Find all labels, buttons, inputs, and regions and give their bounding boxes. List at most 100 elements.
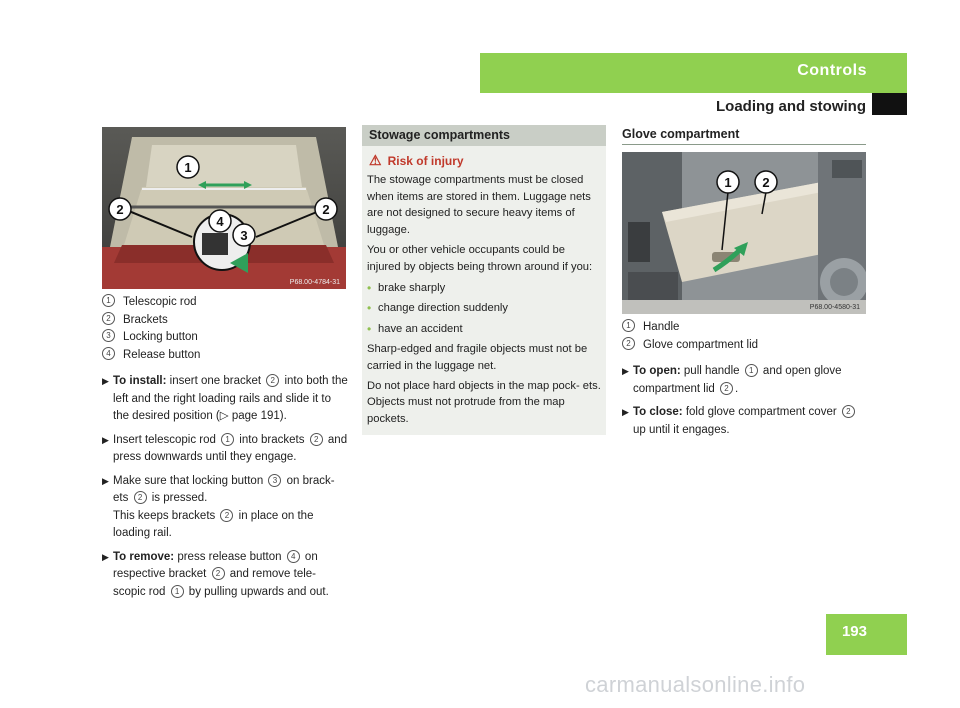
stowage-paragraph: The stowage compartments must be closed … — [367, 173, 591, 237]
page-number-tab: 193 — [826, 614, 907, 655]
legend-item: 4 Release button — [102, 346, 350, 365]
stowage-panel: Stowage compartments ⚠Risk of injury The… — [362, 125, 606, 435]
inline-number: 2 — [266, 374, 280, 387]
inline-number: 2 — [841, 405, 855, 418]
step-text: Insert telescopic rod — [113, 433, 220, 446]
callout-1: 1 — [176, 155, 200, 179]
step-arrow-icon: ▶ — [622, 407, 629, 417]
stowage-paragraph: You or other vehicle occupants could be … — [367, 243, 593, 273]
bullet-icon: • — [367, 280, 372, 295]
image-part-number: P68.00-4580-31 — [809, 304, 860, 311]
step-text: page 191). — [228, 410, 287, 422]
step-text: is pressed. — [148, 492, 208, 504]
step-text: into brackets — [236, 433, 308, 446]
glove-heading: Glove compartment — [622, 127, 740, 141]
legend-number: 3 — [102, 329, 115, 342]
warning-header: ⚠Risk of injury — [367, 152, 601, 170]
inline-number: 1 — [744, 364, 758, 377]
stowage-paragraph: Do not place hard objects in the map poc… — [367, 379, 601, 426]
inline-number: 3 — [268, 473, 282, 487]
dashboard-illustration: 1 2 — [622, 152, 866, 314]
step-text: pull handle — [680, 365, 743, 377]
step-arrow-icon: ▶ — [622, 366, 629, 376]
step-label: To open: — [633, 365, 681, 377]
bullet-text: brake sharply — [378, 281, 446, 294]
legend-number: 1 — [102, 294, 115, 307]
legend-item: 2 Brackets — [102, 311, 350, 330]
step-text: up until it engages. — [633, 423, 730, 436]
callout-3: 3 — [232, 223, 256, 247]
legend-number: 4 — [102, 346, 115, 360]
glove-column: 1 Handle 2 Glove compartment lid ▶ To op… — [622, 319, 870, 439]
step-text: Make sure that locking button — [113, 474, 267, 487]
svg-text:1: 1 — [184, 160, 191, 175]
step-arrow-icon: ▶ — [102, 434, 109, 445]
callout-2-left: 2 — [108, 197, 132, 221]
callout-2: 2 — [754, 170, 778, 194]
bullet-text: change direction suddenly — [378, 302, 508, 315]
bullet-text: have an accident — [378, 323, 463, 336]
inline-number: 1 — [170, 584, 184, 598]
page-title: Loading and stowing — [716, 98, 866, 115]
step-text: and remove tele- scopic rod — [113, 568, 317, 598]
stowage-heading: Stowage compartments — [362, 125, 606, 146]
step-text: and open glove compartment lid — [633, 365, 842, 395]
instruction-check-lock: ▶ Make sure that locking button 3 on bra… — [102, 473, 350, 543]
svg-text:2: 2 — [322, 202, 329, 217]
legend-item: 1 Handle — [622, 319, 870, 337]
step-text: and press downwards until they engage. — [113, 433, 348, 464]
legend-number: 2 — [622, 336, 635, 350]
step-text: press release button — [174, 550, 285, 563]
callout-4: 4 — [208, 209, 232, 233]
step-arrow-icon: ▶ — [102, 475, 109, 486]
legend-label: Release button — [123, 348, 201, 361]
inline-number: 2 — [720, 381, 734, 395]
page-ref-icon: ▷ — [219, 410, 229, 422]
legend-number: 1 — [622, 319, 635, 332]
step-text: insert one bracket — [166, 375, 265, 387]
instruction-insert-rod: ▶ Insert telescopic rod 1 into brackets … — [102, 432, 350, 467]
callout-2-right: 2 — [314, 197, 338, 221]
bullet-icon: • — [367, 322, 372, 337]
legend-label: Telescopic rod — [123, 296, 197, 308]
legend-label: Handle — [643, 321, 680, 333]
step-label: To install: — [113, 375, 167, 387]
bullet-icon: • — [367, 301, 372, 316]
svg-text:3: 3 — [240, 228, 247, 243]
instruction-open: ▶ To open: pull handle 1 and open glove … — [622, 363, 870, 398]
legend-label: Locking button — [123, 331, 198, 343]
svg-text:2: 2 — [762, 175, 769, 190]
section-tab: Controls — [480, 53, 907, 93]
trunk-rod-image: 1 2 2 3 4 P68.00-4784-31 — [102, 127, 346, 289]
section-tab-label: Controls — [797, 62, 867, 79]
stowage-paragraph: Sharp-edged and fragile objects must not… — [367, 342, 588, 372]
instruction-remove: ▶ To remove: press release button 4 on r… — [102, 549, 350, 602]
page-number: 193 — [841, 623, 867, 640]
inline-number: 2 — [220, 508, 234, 522]
warning-triangle-icon: ⚠ — [369, 152, 382, 168]
bullet-item: • have an accident — [367, 321, 601, 338]
step-text: on respective bracket — [113, 550, 318, 581]
legend-item: 3 Locking button — [102, 329, 350, 347]
legend-number: 2 — [102, 311, 115, 325]
step-text: . — [735, 382, 739, 395]
step-arrow-icon: ▶ — [102, 551, 109, 562]
left-column: 1 Telescopic rod 2 Brackets 3 Locking bu… — [102, 294, 350, 601]
step-text: into both the left and the right loading… — [113, 375, 348, 422]
inline-number: 4 — [286, 549, 300, 563]
instruction-close: ▶ To close: fold glove compartment cover… — [622, 404, 870, 439]
callout-1: 1 — [716, 170, 740, 194]
image-part-number: P68.00-4784-31 — [289, 279, 340, 286]
step-label: To close: — [633, 406, 683, 418]
bullet-item: • brake sharply — [367, 280, 601, 297]
step-text: This keeps brackets — [113, 509, 219, 522]
step-text: on brack- ets — [113, 474, 335, 505]
inline-number: 2 — [133, 491, 147, 504]
watermark: carmanualsonline.info — [585, 672, 806, 697]
instruction-install: ▶ To install: insert one bracket 2 into … — [102, 373, 350, 426]
bullet-item: • change direction suddenly — [367, 300, 601, 317]
step-text: fold glove compartment cover — [682, 406, 840, 418]
trunk-illustration: 1 2 2 3 4 — [102, 127, 346, 289]
legend-label: Brackets — [123, 313, 168, 326]
inline-number: 2 — [309, 432, 323, 446]
